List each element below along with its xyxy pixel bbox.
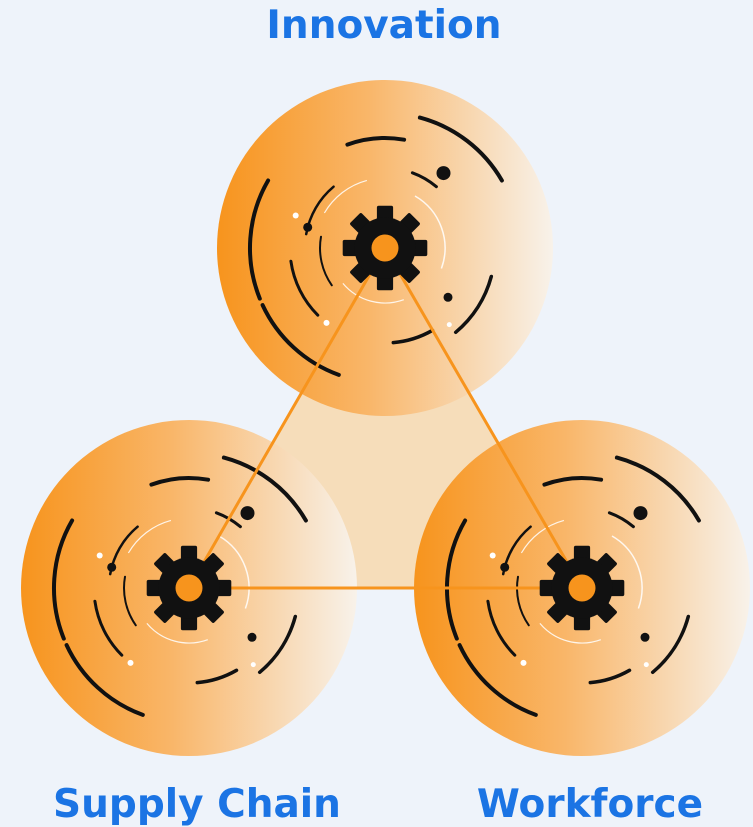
decor-dot	[500, 562, 510, 572]
label-workforce: Workforce	[476, 782, 704, 827]
decor-dot	[303, 222, 313, 232]
decor-arc-light	[323, 179, 368, 214]
decor-dot	[107, 562, 117, 572]
decor-dot	[443, 292, 453, 302]
gear-icon	[146, 545, 232, 631]
decor-dot	[640, 632, 650, 642]
decor-arc	[588, 668, 632, 685]
decor-arc	[650, 614, 691, 675]
gear-icon	[539, 545, 625, 631]
decor-arc	[457, 643, 538, 717]
decor-dot	[446, 322, 452, 328]
decor-dot	[323, 319, 330, 326]
decor-arc	[319, 235, 333, 287]
decor-dot	[247, 632, 257, 642]
decor-arc	[64, 643, 145, 717]
decor-arc-light	[342, 283, 405, 304]
decor-dot	[250, 662, 256, 668]
decor-dot	[520, 659, 527, 666]
decor-arc	[614, 455, 701, 523]
decor-arc	[516, 575, 530, 627]
decor-arc	[123, 575, 137, 627]
gear-icon	[342, 205, 428, 291]
decor-arc-light	[127, 519, 172, 554]
decor-arc	[221, 455, 308, 523]
decor-arc	[195, 668, 239, 685]
decor-arc-light	[611, 535, 643, 609]
label-innovation: Innovation	[266, 3, 502, 48]
decor-arc	[93, 599, 124, 657]
decor-arc	[445, 518, 468, 641]
decor-arc	[289, 259, 320, 317]
decor-arc	[453, 274, 494, 335]
decor-arc-light	[414, 195, 446, 269]
decor-arc	[607, 511, 635, 529]
decor-arc	[260, 303, 341, 377]
decor-arc-light	[218, 535, 250, 609]
connector-triangle	[186, 245, 585, 590]
decor-arc-light	[539, 623, 602, 644]
decor-dot	[489, 552, 496, 559]
decor-arc	[52, 518, 75, 641]
decor-arc-light	[520, 519, 565, 554]
decor-arc-light	[146, 623, 209, 644]
decor-arc	[542, 476, 604, 487]
decor-dot	[633, 506, 648, 521]
decor-dot	[127, 659, 134, 666]
decor-arc	[391, 328, 435, 345]
decor-arc	[417, 115, 504, 183]
decor-dot	[643, 662, 649, 668]
decor-dot	[240, 506, 255, 521]
decor-arc	[345, 136, 407, 147]
decor-arc	[410, 171, 438, 189]
decor-arc	[486, 599, 517, 657]
label-supply-chain: Supply Chain	[53, 782, 341, 827]
decor-dot	[292, 212, 299, 219]
decor-arc	[248, 178, 271, 301]
decor-dot	[436, 166, 451, 181]
decor-arc	[149, 476, 211, 487]
decor-dot	[96, 552, 103, 559]
decor-arc	[257, 614, 298, 675]
